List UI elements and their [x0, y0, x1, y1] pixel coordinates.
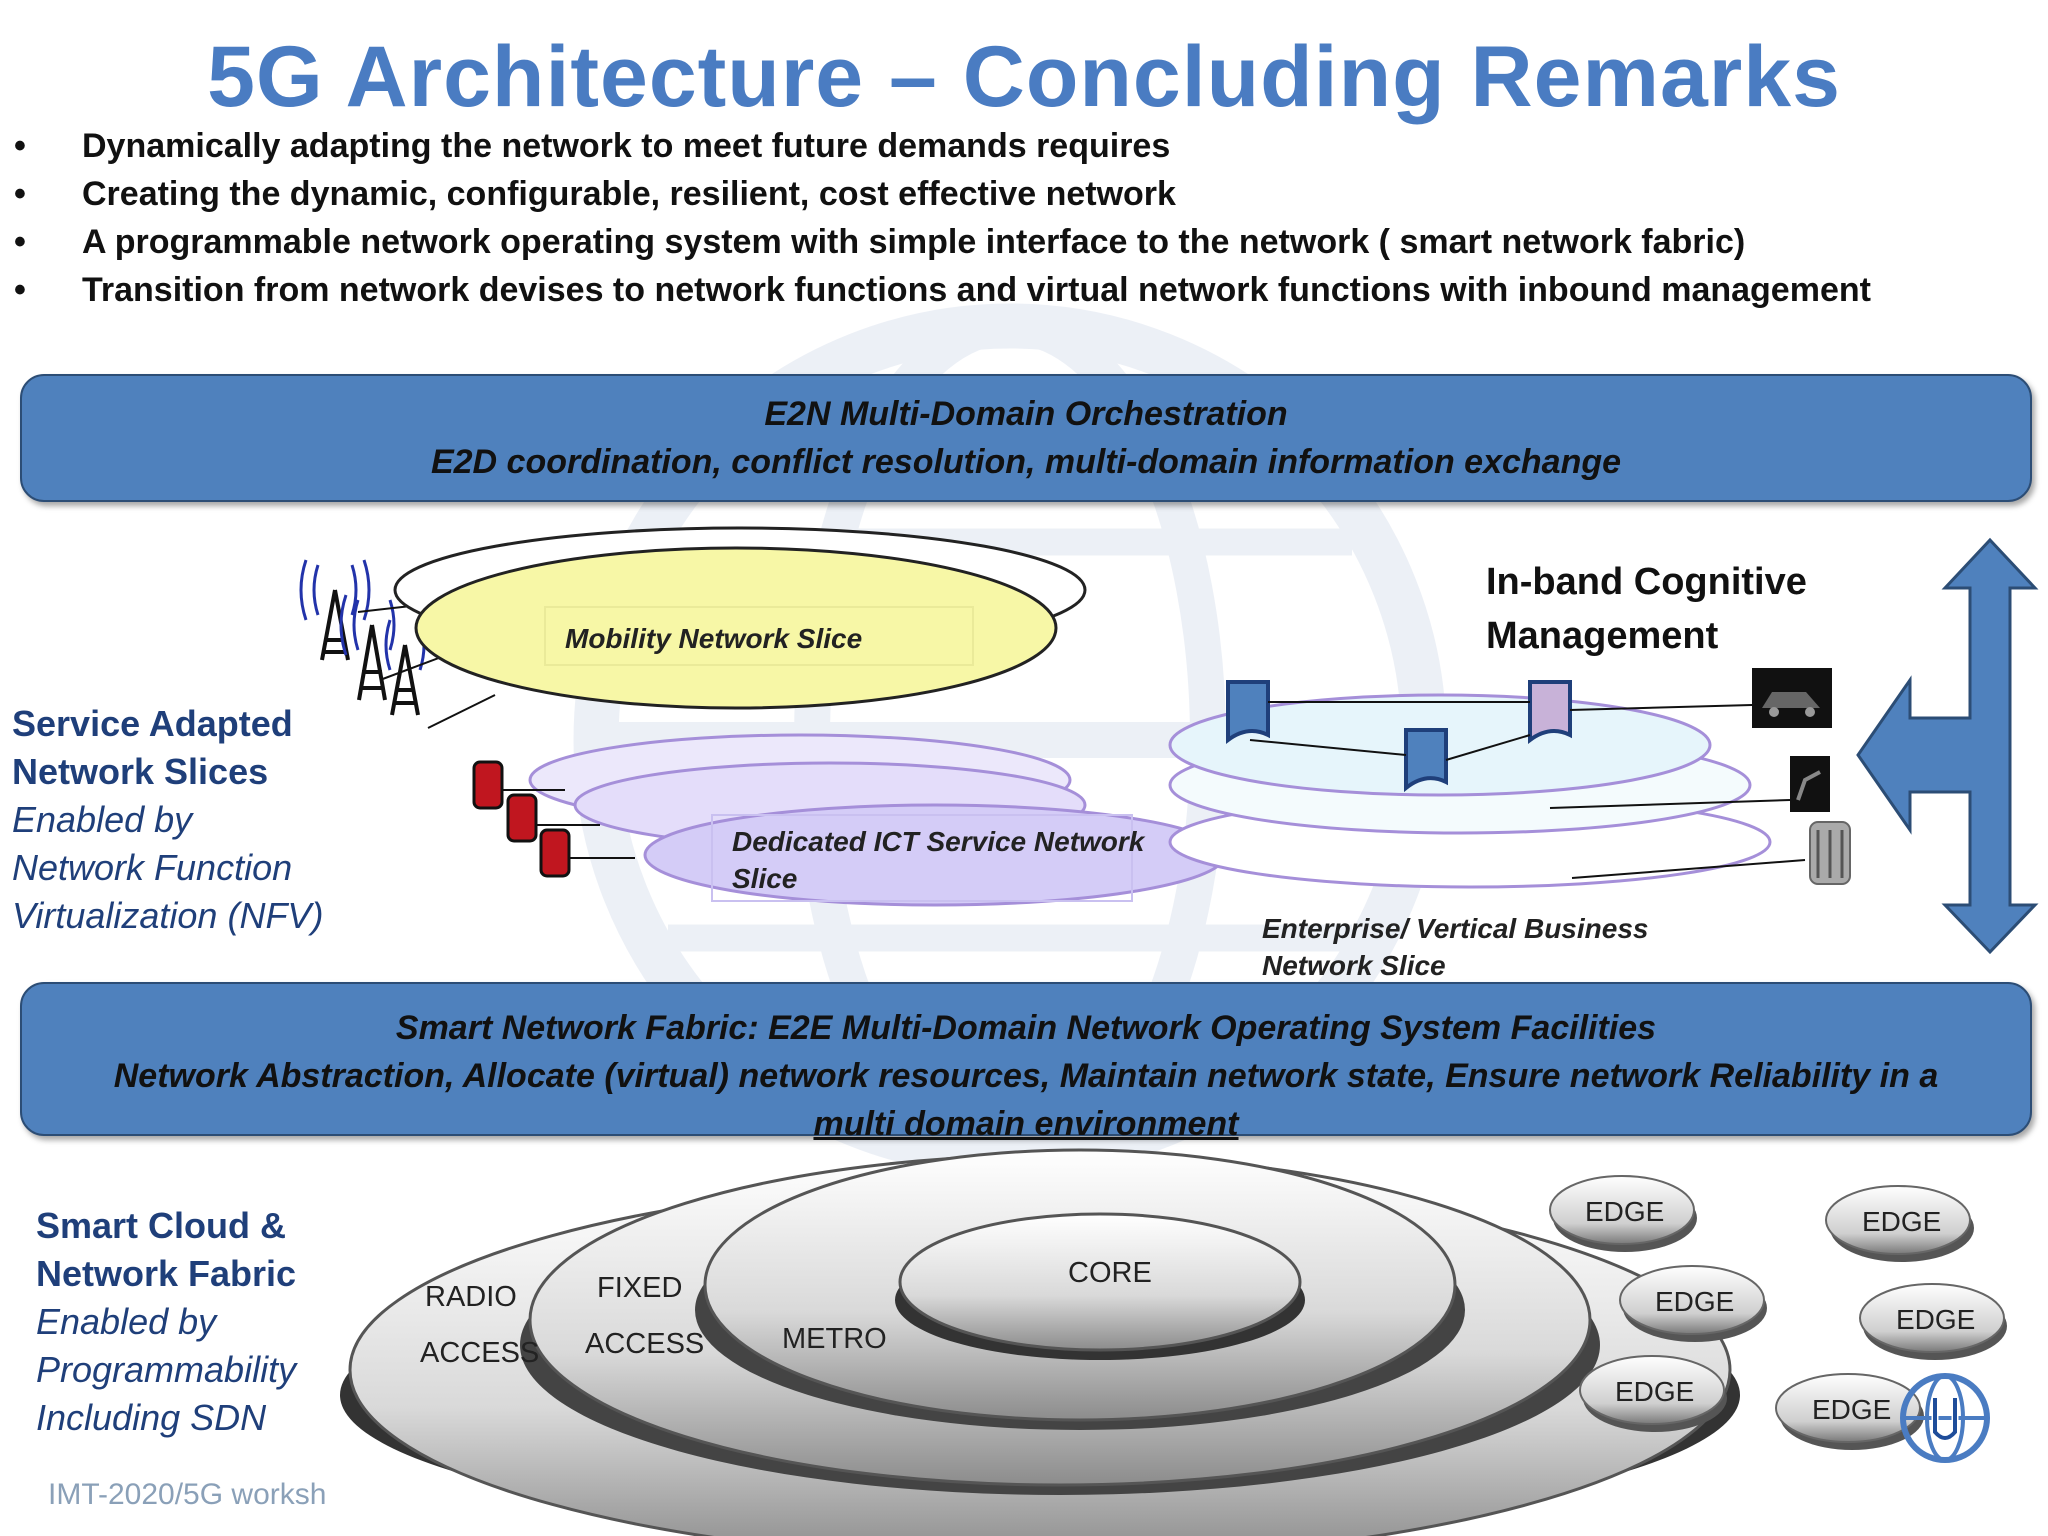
fabric-title: Smart Network Fabric: E2E Multi-Domain N…	[395, 1009, 1657, 1047]
bullet-glyph: •	[14, 271, 26, 309]
core-ring	[898, 1212, 1302, 1352]
fabric-band: Smart Network Fabric: E2E Multi-Domain N…	[20, 982, 2032, 1143]
robot-arm-icon	[1790, 756, 1830, 812]
edge-node: EDGE	[1775, 1373, 1924, 1450]
orchestration-subtitle: E2D coordination, conflict resolution, m…	[430, 443, 1622, 481]
service-label-line1: Service Adapted	[12, 703, 293, 744]
edge-label: EDGE	[1862, 1206, 1941, 1237]
antenna-tower-icon	[299, 559, 426, 716]
orchestration-band: E2N Multi-Domain Orchestration E2D coord…	[20, 374, 2032, 502]
itu-logo-icon	[1900, 1373, 1990, 1463]
service-label-line2: Network Slices	[12, 751, 269, 792]
fabric-subtitle-cont: multi domain environment	[813, 1105, 1239, 1143]
enterprise-slice-label-line1: Enterprise/ Vertical Business	[1262, 913, 1648, 944]
cloud-label-line1: Smart Cloud &	[36, 1205, 287, 1246]
cloud-label-line5: Including SDN	[36, 1397, 267, 1438]
service-label-line4: Network Function	[12, 847, 293, 888]
core-label: CORE	[1068, 1257, 1152, 1289]
cognitive-label-line2: Management	[1486, 615, 1719, 657]
radio-access-label-1: RADIO	[425, 1281, 517, 1313]
footer-text: IMT-2020/5G worksh	[48, 1478, 327, 1511]
network-function-node-icon	[1226, 680, 1572, 793]
metro-label: METRO	[782, 1323, 887, 1355]
car-icon	[1752, 668, 1832, 728]
bullet-text: A programmable network operating system …	[82, 223, 1746, 261]
server-cylinder-icon	[472, 760, 571, 878]
edge-node: EDGE	[1825, 1185, 1974, 1262]
orchestration-title: E2N Multi-Domain Orchestration	[764, 395, 1288, 433]
bullet-text: Dynamically adapting the network to meet…	[82, 127, 1171, 165]
building-icon	[1809, 821, 1851, 885]
bullet-item: • Creating the dynamic, configurable, re…	[14, 170, 2034, 218]
edge-node: EDGE	[1579, 1355, 1727, 1432]
bullet-item: • A programmable network operating syste…	[14, 218, 2034, 266]
bullet-item: • Dynamically adapting the network to me…	[14, 122, 2034, 170]
fixed-access-label-1: FIXED	[597, 1272, 682, 1304]
mobility-slice-label: Mobility Network Slice	[565, 623, 862, 654]
mobility-slice-label-box	[544, 606, 974, 666]
edge-node: EDGE	[1619, 1265, 1767, 1342]
cloud-fabric-label: Smart Cloud & Network Fabric Enabled by …	[36, 1202, 296, 1442]
edge-label: EDGE	[1585, 1196, 1664, 1227]
bullet-glyph: •	[14, 223, 26, 261]
edge-label: EDGE	[1812, 1394, 1891, 1425]
bullet-text: Transition from network devises to netwo…	[82, 271, 1871, 309]
bullet-glyph: •	[14, 127, 26, 165]
service-label-line5: Virtualization (NFV)	[12, 895, 324, 936]
enterprise-slice-label-line2: Network Slice	[1262, 950, 1446, 981]
bullet-glyph: •	[14, 175, 26, 213]
fixed-access-label-2: ACCESS	[585, 1328, 704, 1360]
fabric-subtitle: Network Abstraction, Allocate (virtual) …	[113, 1057, 1939, 1095]
edge-node: EDGE	[1859, 1283, 2007, 1360]
edge-label: EDGE	[1615, 1376, 1694, 1407]
ict-slice-label-line1: Dedicated ICT Service Network	[732, 826, 1146, 857]
page-title: 5G Architecture – Concluding Remarks	[207, 29, 1841, 125]
cognitive-label-line1: In-band Cognitive	[1486, 561, 1807, 603]
edge-node: EDGE	[1549, 1175, 1697, 1252]
ict-slice-label-box	[711, 814, 1133, 902]
bullet-list: • Dynamically adapting the network to me…	[14, 122, 2034, 314]
ict-slice-label-line2: Slice	[732, 863, 797, 894]
radio-access-label-2: ACCESS	[420, 1337, 539, 1369]
bullet-text: Creating the dynamic, configurable, resi…	[82, 175, 1176, 213]
mobility-slice-ellipse	[414, 546, 1058, 710]
edge-label: EDGE	[1896, 1304, 1975, 1335]
cloud-label-line2: Network Fabric	[36, 1253, 297, 1294]
cloud-label-line3: Enabled by	[36, 1301, 217, 1342]
cloud-label-line4: Programmability	[36, 1349, 297, 1390]
service-label-line3: Enabled by	[12, 799, 193, 840]
bidirectional-arrow-icon	[1856, 537, 2039, 955]
bullet-item: • Transition from network devises to net…	[14, 266, 2034, 314]
service-slices-label: Service Adapted Network Slices Enabled b…	[12, 700, 323, 940]
edge-label: EDGE	[1655, 1286, 1734, 1317]
